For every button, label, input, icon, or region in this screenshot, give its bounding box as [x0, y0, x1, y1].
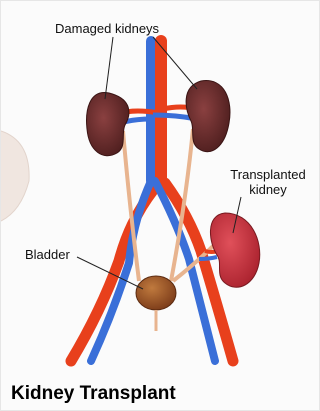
damaged-kidneys-label: Damaged kidneys [55, 21, 159, 36]
transplanted-kidney-label-line2: kidney [223, 182, 313, 197]
transplanted-kidney-label-line1: Transplanted [223, 167, 313, 182]
damaged-kidney-left [87, 93, 129, 156]
background-tissue-shape [1, 131, 29, 221]
left-iliac-artery [71, 183, 159, 361]
transplant-vein [199, 257, 217, 259]
bladder-label: Bladder [25, 247, 70, 262]
damaged-kidneys-leader-left [105, 37, 113, 99]
transplanted-kidney-label: Transplanted kidney [223, 167, 313, 197]
diagram-title: Kidney Transplant [11, 383, 176, 405]
bladder-shape [136, 276, 176, 310]
